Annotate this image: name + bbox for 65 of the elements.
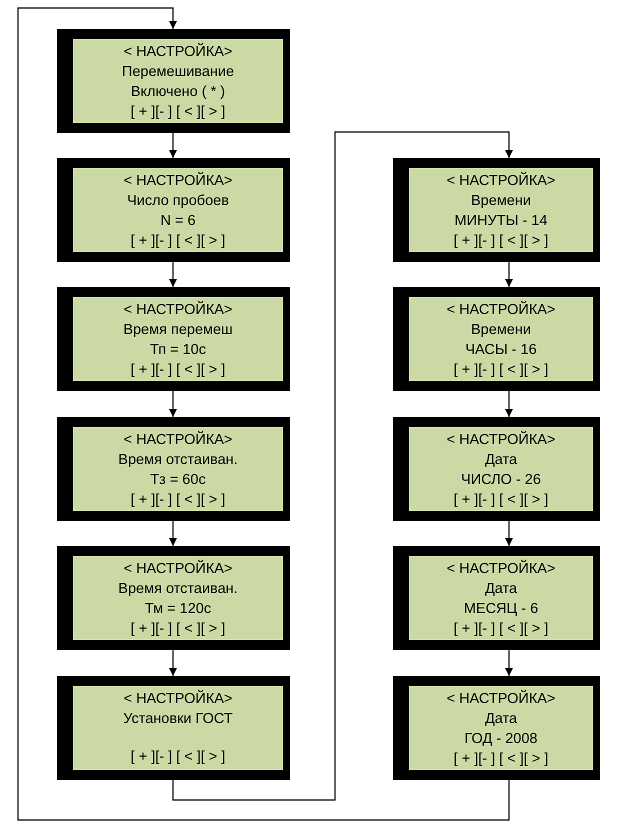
display-text: [ + ][- ] [ < ][ > ]: [130, 491, 226, 510]
display-text: МИНУТЫ - 14: [454, 212, 548, 231]
lcd-display-frame: [393, 158, 600, 262]
display-text: [ + ][- ] [ < ][ > ]: [130, 748, 226, 767]
display-text: ЧИСЛО - 26: [461, 471, 541, 490]
display-text: Времени: [471, 192, 531, 211]
lcd-display-frame: [57, 158, 290, 262]
lcd-display-frame: [57, 417, 290, 521]
display-text: Время отстаиван.: [118, 580, 238, 599]
lcd-display-frame: [393, 546, 600, 650]
display-text: < НАСТРОЙКА>: [124, 430, 232, 450]
display-text: [ + ][- ] [ < ][ > ]: [454, 232, 548, 251]
display-text: Число пробоев: [127, 192, 229, 211]
display-text: [ + ][- ] [ < ][ > ]: [130, 103, 226, 122]
display-text: [ + ][- ] [ < ][ > ]: [454, 750, 548, 769]
arrow: [169, 262, 177, 287]
display-text: < НАСТРОЙКА>: [124, 559, 232, 579]
display-text: [ + ][- ] [ < ][ > ]: [130, 620, 226, 639]
arrow: [169, 133, 177, 158]
lcd-display-frame: [393, 287, 600, 391]
display-text: < НАСТРОЙКА>: [446, 430, 556, 450]
arrow: [505, 521, 513, 546]
arrow: [169, 391, 177, 417]
arrow: [172, 131, 513, 801]
display-text: Времени: [471, 321, 531, 340]
display-text: Время перемеш: [123, 321, 233, 340]
display-text: ГОД - 2008: [464, 730, 538, 749]
display-text: N = 6: [160, 212, 196, 231]
display-text: < НАСТРОЙКА>: [446, 171, 556, 191]
display-text: МЕСЯЦ - 6: [464, 600, 538, 619]
arrow: [505, 262, 513, 287]
display-text: Дата: [484, 451, 518, 470]
display-text: < НАСТРОЙКА>: [446, 689, 556, 709]
lcd-display-frame: [57, 287, 290, 391]
display-text: Дата: [484, 710, 518, 729]
display-text: Перемешивание: [122, 63, 234, 82]
display-text: [ + ][- ] [ < ][ > ]: [454, 620, 548, 639]
arrow: [17, 7, 510, 821]
display-text: Дата: [484, 580, 518, 599]
display-text: < НАСТРОЙКА>: [446, 559, 556, 579]
display-text: < НАСТРОЙКА>: [124, 42, 232, 62]
display-text: < НАСТРОЙКА>: [124, 171, 232, 191]
arrow: [505, 650, 513, 676]
arrow: [505, 391, 513, 417]
display-text: < НАСТРОЙКА>: [446, 300, 556, 320]
lcd-display-frame: [393, 417, 600, 521]
display-text: Тм = 120с: [144, 600, 212, 619]
display-text: Тп = 10с: [150, 341, 206, 360]
lcd-display-frame: [57, 676, 290, 780]
display-text: Установки ГОСТ: [123, 710, 233, 729]
display-text: Включено ( * ): [130, 83, 226, 102]
display-text: < НАСТРОЙКА>: [124, 689, 232, 709]
arrow: [169, 650, 177, 676]
lcd-display-frame: [393, 676, 600, 780]
display-text: < НАСТРОЙКА>: [124, 300, 232, 320]
lcd-display-frame: [57, 546, 290, 650]
display-text: [ + ][- ] [ < ][ > ]: [454, 491, 548, 510]
display-text: [ + ][- ] [ < ][ > ]: [130, 361, 226, 380]
display-text: [ + ][- ] [ < ][ > ]: [454, 361, 548, 380]
display-text: ЧАСЫ - 16: [465, 341, 537, 360]
display-text: Тз = 60с: [150, 471, 206, 490]
arrow: [169, 521, 177, 546]
display-text: Время отстаиван.: [118, 451, 238, 470]
lcd-display-frame: [57, 29, 290, 133]
display-text: [ + ][- ] [ < ][ > ]: [130, 232, 226, 251]
